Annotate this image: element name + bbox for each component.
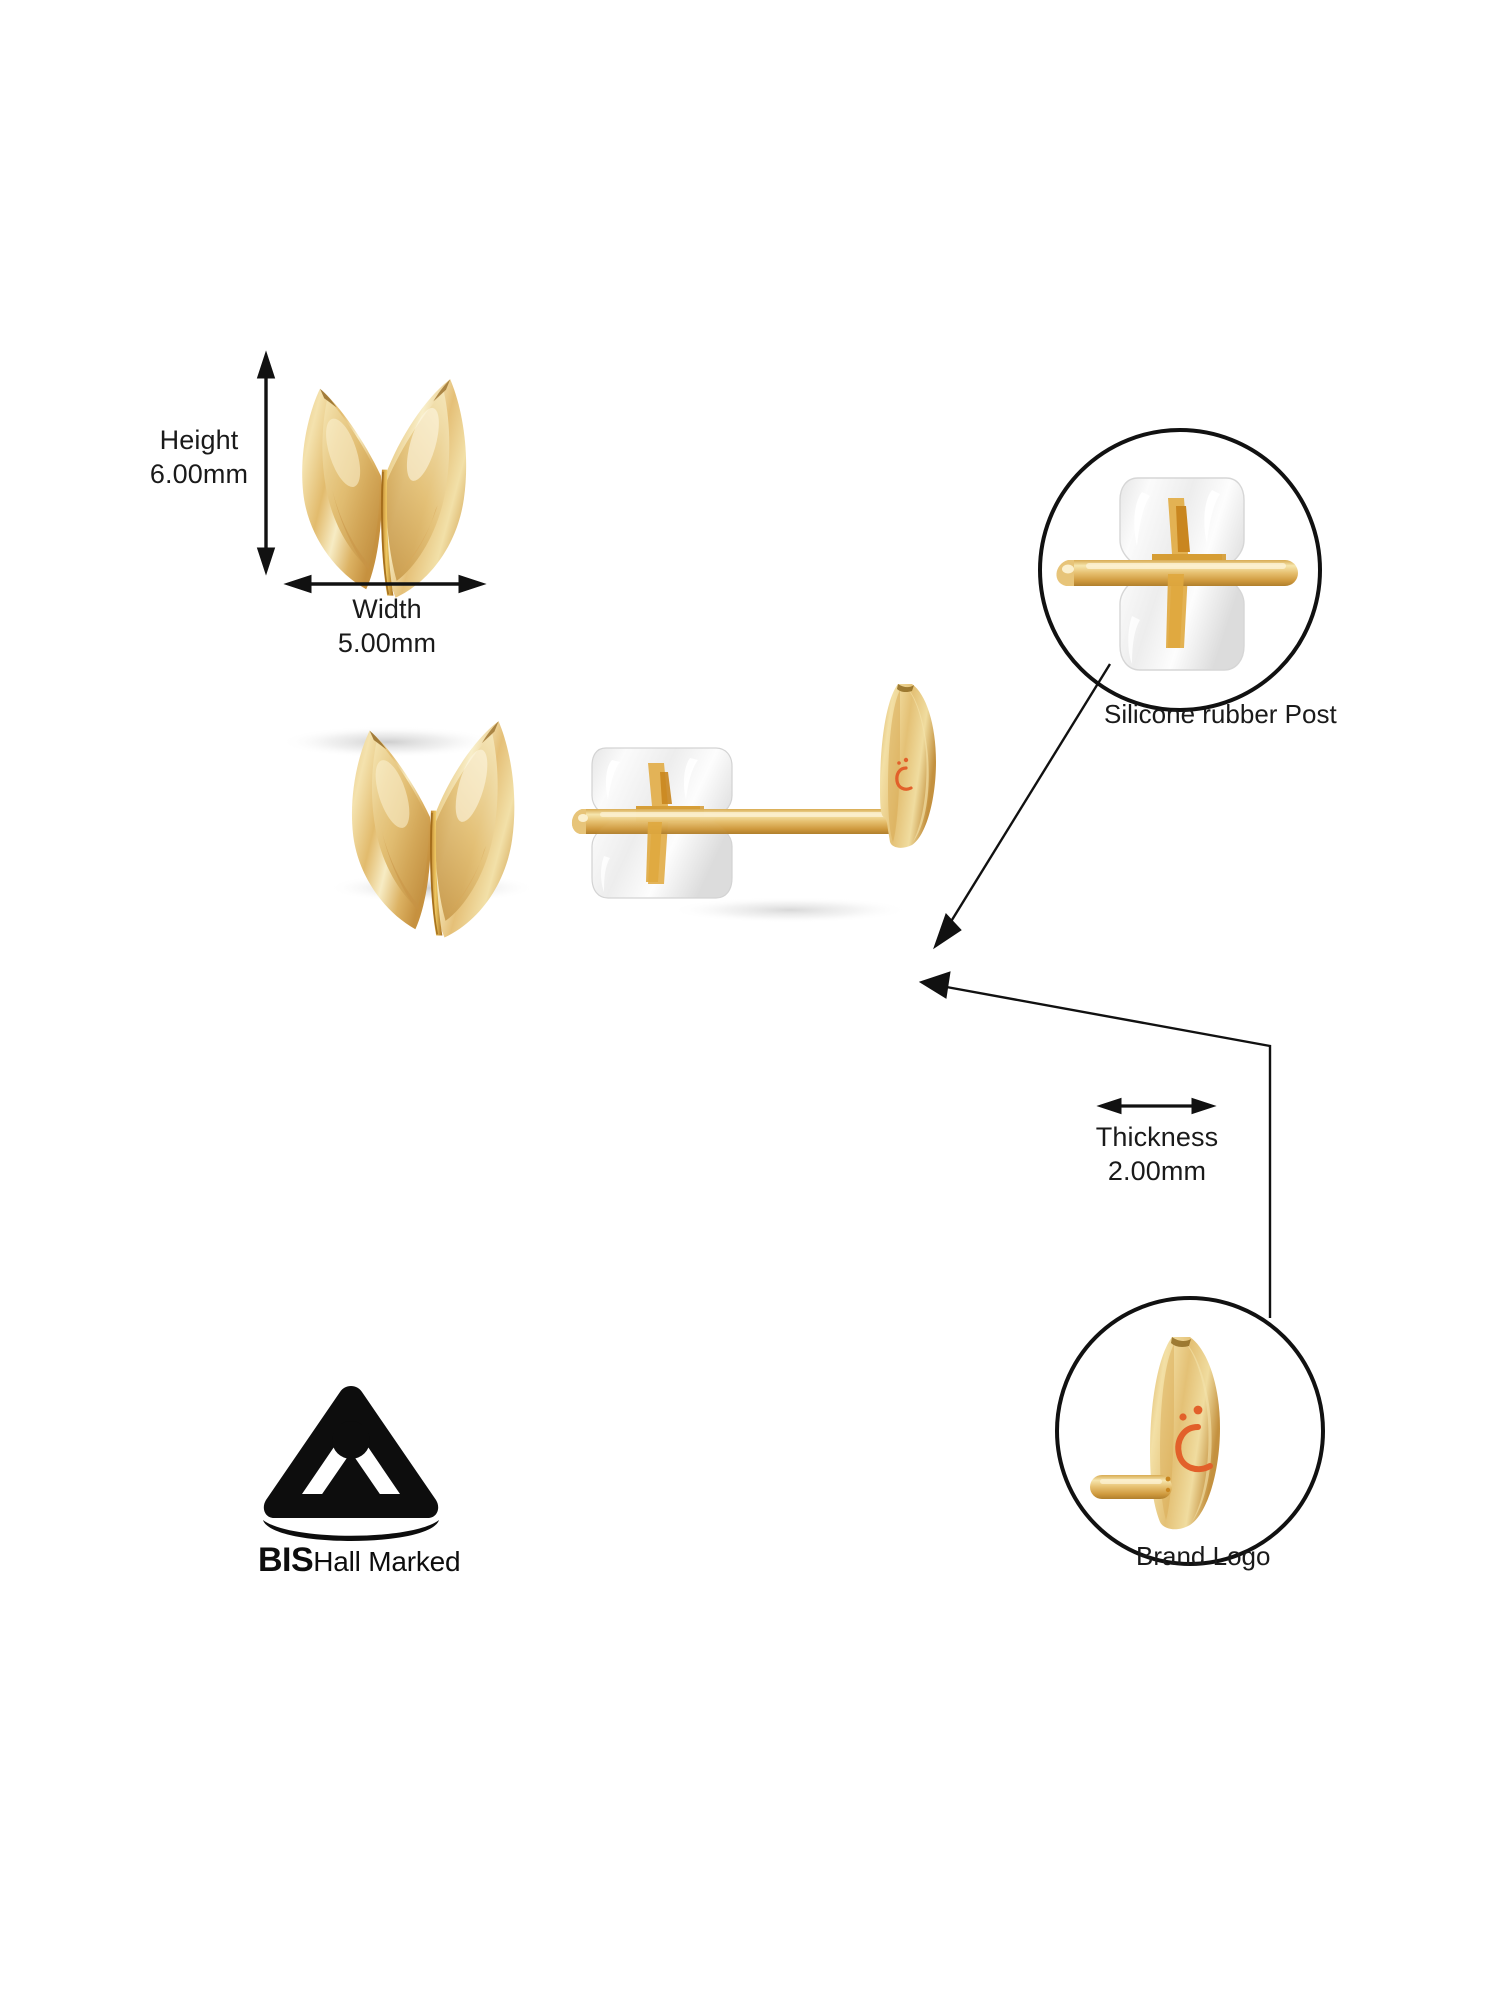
bis-bold-text: BIS <box>258 1541 314 1579</box>
brand-logo-leader-line <box>918 971 1272 1318</box>
brand-logo-callout-label: Brand Logo <box>1136 1541 1271 1571</box>
height-dimension-arrow <box>256 350 276 576</box>
width-dimension-label: Width 5.00mm <box>337 594 437 658</box>
brand-logo-magnifier <box>1055 1296 1325 1566</box>
brand-logo-engraving <box>895 757 913 791</box>
brand-logo-mark <box>1175 1405 1213 1473</box>
height-dimension-label: Height 6.00mm <box>149 425 249 489</box>
silicone-post-leader-line <box>933 663 1112 950</box>
width-dimension-arrow <box>283 574 487 594</box>
bis-hallmark-wordmark: BISHall Marked <box>258 1541 461 1580</box>
thickness-dimension-arrow <box>1096 1097 1217 1115</box>
earring-side-assembly <box>571 684 936 923</box>
earring-side-disc <box>880 684 936 848</box>
silicone-post-callout-label: Silicone rubber Post <box>1104 699 1337 729</box>
bis-regular-text: Hall Marked <box>313 1546 461 1577</box>
silicone-post-magnifier <box>1038 428 1322 712</box>
earring-front-view-top <box>280 378 496 758</box>
post-clutch <box>571 763 904 884</box>
thickness-dimension-label: Thickness 2.00mm <box>1095 1122 1219 1186</box>
earring-front-view-second <box>328 720 536 939</box>
bis-hallmark-icon <box>263 1386 439 1541</box>
